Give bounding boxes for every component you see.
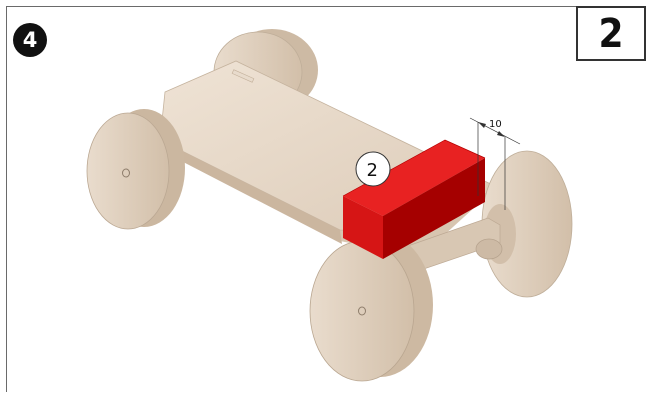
page-frame: [6, 6, 646, 392]
wheel-front-left: [86, 109, 185, 230]
page-number-box: 2: [576, 6, 646, 61]
wheel-front-right: [309, 233, 433, 382]
dimension-label: 10: [489, 119, 502, 130]
part-callout: 2: [355, 151, 391, 187]
step-number-badge: 4: [13, 23, 47, 57]
part-callout-label: 2: [367, 160, 378, 181]
red-block-part: [342, 139, 486, 259]
dimension-marker: 10: [469, 117, 521, 210]
